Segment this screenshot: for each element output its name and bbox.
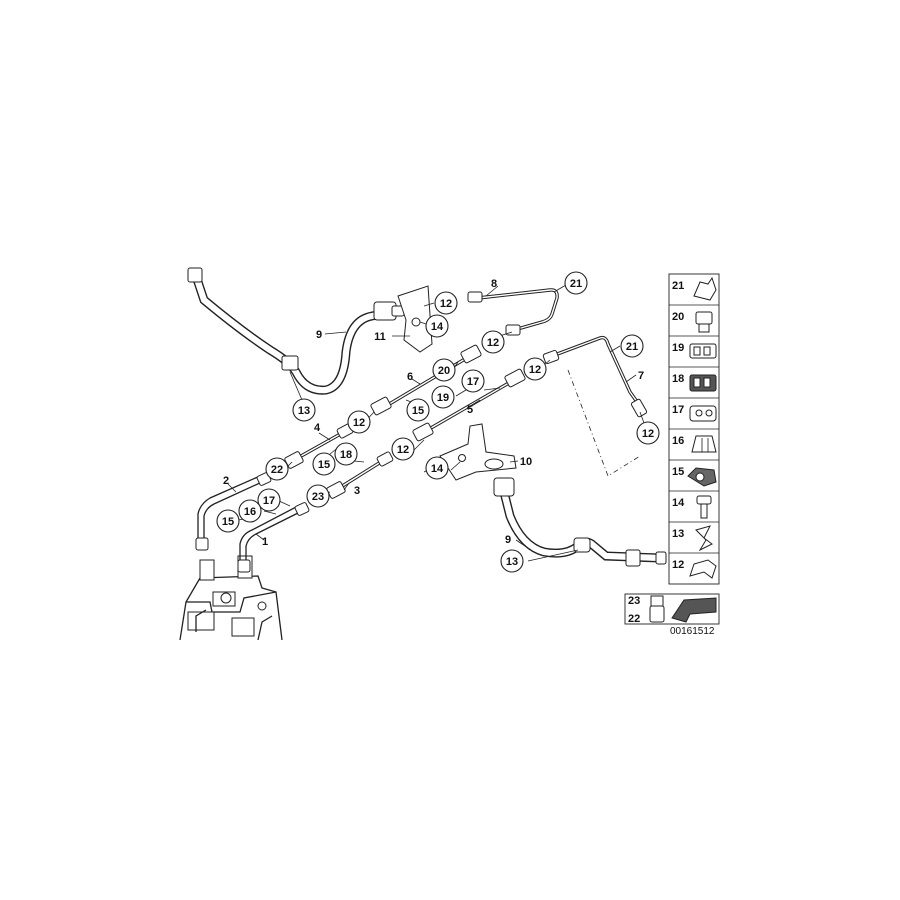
- callout-text: 21: [570, 278, 582, 290]
- nut-icon: [649, 595, 665, 623]
- arrow-icon: [671, 597, 717, 623]
- callout-text: 12: [397, 444, 409, 456]
- legend-label: 17: [672, 404, 684, 416]
- callout-13-b: 13: [500, 549, 524, 573]
- legend-label: 13: [672, 528, 684, 540]
- callout-text: 12: [353, 417, 365, 429]
- part-label-3: 3: [354, 485, 360, 497]
- legend-label: 19: [672, 342, 684, 354]
- callout-20: 20: [432, 358, 456, 382]
- clip-icon: [693, 276, 717, 301]
- callout-text: 22: [271, 464, 283, 476]
- callout-14-a: 14: [425, 314, 449, 338]
- brake-pipe-3: [326, 451, 394, 499]
- bolt-icon: [696, 495, 712, 519]
- legend-label: 15: [672, 466, 684, 478]
- callout-12-e: 12: [636, 421, 660, 445]
- part-label-4: 4: [314, 422, 321, 434]
- callout-text: 18: [340, 449, 352, 461]
- bracket-10: [439, 423, 517, 481]
- callout-text: 15: [222, 516, 234, 528]
- part-label-7: 7: [638, 370, 644, 382]
- legend-label: 12: [672, 559, 684, 571]
- callout-15-c: 15: [216, 509, 240, 533]
- callout-12-b: 12: [481, 330, 505, 354]
- callout-23: 23: [306, 484, 330, 508]
- callout-text: 13: [506, 556, 518, 568]
- callout-12-a: 12: [434, 291, 458, 315]
- legend-label: 14: [672, 497, 685, 509]
- callout-17-b: 17: [257, 488, 281, 512]
- callout-16: 16: [238, 499, 262, 523]
- part-label-5: 5: [467, 404, 473, 416]
- clip-icon: [687, 467, 717, 487]
- callout-text: 13: [298, 405, 310, 417]
- brake-pipe-8: [467, 288, 559, 336]
- callout-14-b: 14: [425, 456, 449, 480]
- callout-13-a: 13: [292, 398, 316, 422]
- legend-label: 18: [672, 373, 684, 385]
- callout-text: 12: [642, 428, 654, 440]
- callout-text: 12: [487, 337, 499, 349]
- callout-text: 12: [440, 298, 452, 310]
- callout-text: 12: [529, 364, 541, 376]
- callout-19: 19: [431, 385, 455, 409]
- callout-12-f: 12: [391, 437, 415, 461]
- bolt-head-icon: [695, 311, 713, 333]
- callout-text: 21: [626, 341, 638, 353]
- brake-pipe-1: [237, 502, 310, 573]
- callout-18: 18: [334, 442, 358, 466]
- callout-12-d: 12: [347, 410, 371, 434]
- callout-text: 14: [431, 321, 444, 333]
- callout-text: 16: [244, 506, 256, 518]
- part-label-2: 2: [223, 475, 229, 487]
- part-label-11: 11: [374, 331, 386, 343]
- callout-15-a: 15: [406, 398, 430, 422]
- brake-pipe-5: [412, 368, 526, 442]
- part-label-10: 10: [520, 456, 532, 468]
- spring-clip-icon: [695, 525, 713, 552]
- brake-pipe-2: [195, 472, 272, 551]
- parts-legend: 21 20 19 18 17 16 15 14 13 12: [624, 273, 720, 625]
- part-label-1: 1: [262, 536, 268, 548]
- bracket-icon: [689, 374, 717, 392]
- callout-text: 15: [412, 405, 424, 417]
- callout-text: 17: [263, 495, 275, 507]
- callout-21-a: 21: [564, 271, 588, 295]
- legend-label: 23: [628, 595, 640, 607]
- part-label-8: 8: [491, 278, 497, 290]
- callout-text: 19: [437, 392, 449, 404]
- legend-label: 22: [628, 613, 640, 625]
- callout-text: 14: [431, 463, 444, 475]
- brake-hose-9-upper: [187, 267, 405, 395]
- legend-label: 20: [672, 311, 684, 323]
- callout-text: 17: [467, 376, 479, 388]
- bracket-11: [397, 285, 433, 353]
- legend-label: 16: [672, 435, 684, 447]
- clip-icon: [691, 435, 717, 453]
- connection-dashline: [567, 369, 641, 477]
- callout-12-c: 12: [523, 357, 547, 381]
- clamp-icon: [689, 559, 717, 579]
- part-label-9-lower: 9: [505, 534, 511, 546]
- legend-label: 21: [672, 280, 684, 292]
- callout-22: 22: [265, 457, 289, 481]
- callout-15-b: 15: [312, 452, 336, 476]
- callout-17-a: 17: [461, 369, 485, 393]
- bracket-icon: [689, 343, 717, 359]
- part-label-9-upper: 9: [316, 329, 322, 341]
- part-label-6: 6: [407, 371, 413, 383]
- abs-unit: [179, 555, 283, 641]
- callout-21-b: 21: [620, 334, 644, 358]
- reference-number: 00161512: [670, 626, 715, 637]
- brake-pipe-7: [542, 335, 648, 418]
- callout-text: 15: [318, 459, 330, 471]
- callout-text: 23: [312, 491, 324, 503]
- callout-text: 20: [438, 365, 450, 377]
- brake-hose-9-lower: [493, 477, 667, 567]
- bracket-icon: [689, 405, 717, 422]
